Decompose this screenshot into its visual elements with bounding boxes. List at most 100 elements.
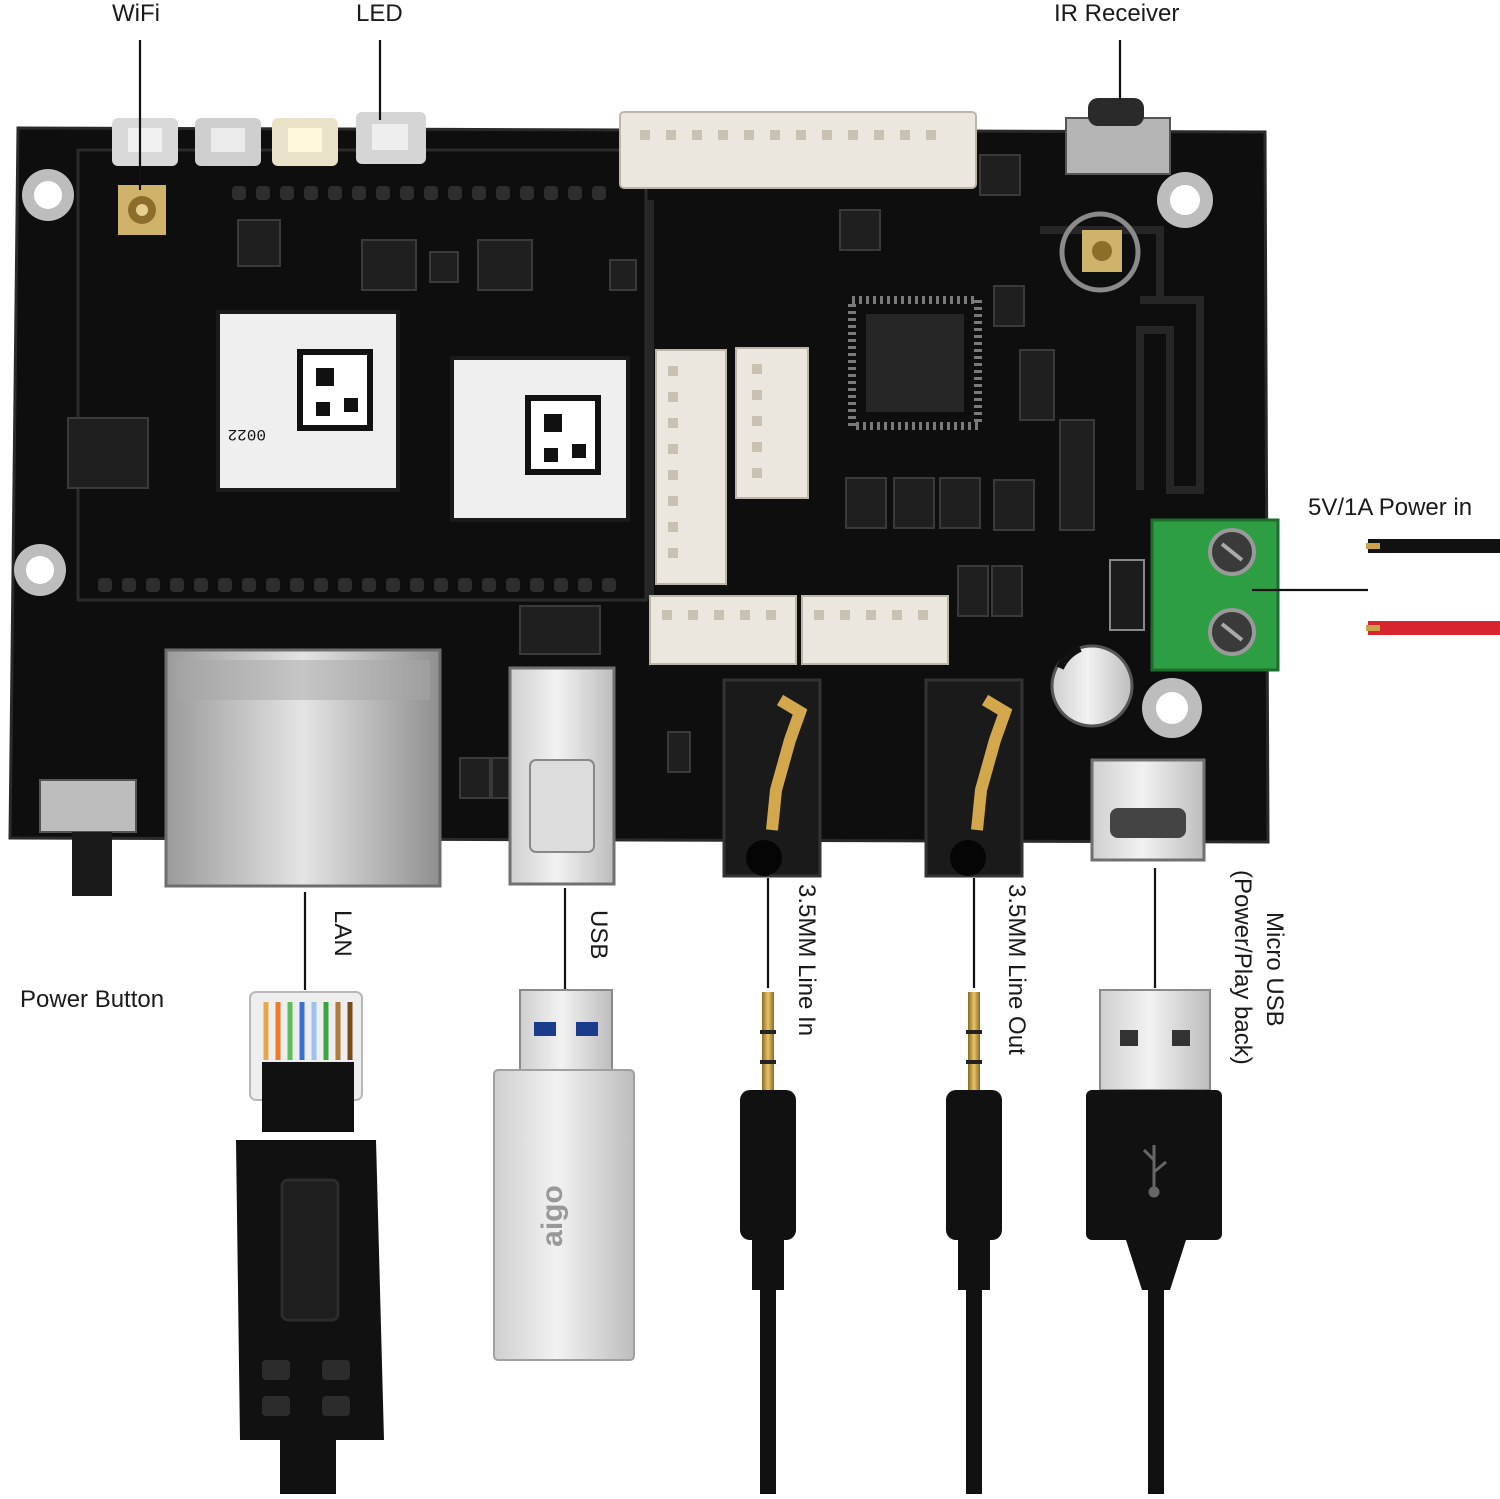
- rj45-wire-colors: [263, 1002, 353, 1060]
- module-code-text: 0022: [228, 425, 266, 443]
- jst-pin: [668, 522, 678, 532]
- header-pins-top: [232, 186, 606, 200]
- header-pin: [280, 186, 294, 200]
- jst-pin: [918, 610, 928, 620]
- jst-pin: [668, 470, 678, 480]
- label-micro-usb: Micro USB: [1261, 912, 1288, 1027]
- leader-lines: [138, 40, 1368, 990]
- mounting-hole-icon: [14, 169, 1213, 738]
- header-pin: [362, 578, 376, 592]
- label-wifi: WiFi: [112, 0, 160, 27]
- header-pin: [170, 578, 184, 592]
- header-pin: [266, 578, 280, 592]
- header-pin: [376, 186, 390, 200]
- aux-cable-line-in: [740, 992, 796, 1494]
- jst-pin: [752, 468, 762, 478]
- header-pin: [400, 186, 414, 200]
- pcb-board: 0022: [8, 98, 1280, 896]
- power-terminal-block: [1150, 518, 1280, 672]
- diode-ss12: [1109, 559, 1145, 631]
- jst-pin: [752, 390, 762, 400]
- shield-module-2: [450, 356, 630, 522]
- jst-pin: [662, 610, 672, 620]
- jst-pin: [692, 130, 702, 140]
- aux-cable-line-out: [946, 992, 1002, 1494]
- power-button-switch: [39, 779, 137, 896]
- jst-pin: [668, 496, 678, 506]
- header-pin: [304, 186, 318, 200]
- label-lan: LAN: [329, 910, 356, 957]
- label-power-in: 5V/1A Power in: [1308, 494, 1473, 521]
- header-pin: [314, 578, 328, 592]
- header-pin: [290, 578, 304, 592]
- usb-brand-logo: aigo: [536, 1185, 569, 1247]
- jst-pin: [840, 610, 850, 620]
- electrolytic-capacitor: [1050, 644, 1134, 728]
- header-pin: [242, 578, 256, 592]
- header-pin: [472, 186, 486, 200]
- audio-jack-line-out: [924, 678, 1024, 878]
- label-micro-usb-subtitle: (Power/Play back): [1229, 870, 1256, 1065]
- jst-pin: [752, 364, 762, 374]
- label-usb: USB: [585, 910, 612, 960]
- header-pin: [194, 578, 208, 592]
- dsp-chip: [848, 296, 982, 430]
- jst-pin: [666, 130, 676, 140]
- smd-components: [67, 154, 1095, 799]
- jst-pin: [668, 366, 678, 376]
- led-icon: [112, 112, 426, 166]
- jst-pin: [848, 130, 858, 140]
- jst-pin: [688, 610, 698, 620]
- jst-pin: [752, 416, 762, 426]
- header-pin: [568, 186, 582, 200]
- header-pin: [386, 578, 400, 592]
- jst-pin: [740, 610, 750, 620]
- label-power-button: Power Button: [20, 986, 165, 1013]
- usb-flash-drive: aigo: [493, 989, 635, 1361]
- header-pin: [352, 186, 366, 200]
- jst-pin: [822, 130, 832, 140]
- jst-pin: [668, 392, 678, 402]
- header-pin: [338, 578, 352, 592]
- header-pin: [530, 578, 544, 592]
- label-line-out: 3.5MM Line Out: [1003, 884, 1030, 1055]
- header-pin: [602, 578, 616, 592]
- header-pin: [410, 578, 424, 592]
- header-pin: [122, 578, 136, 592]
- ir-receiver-component: [1065, 98, 1171, 175]
- jst-pin: [714, 610, 724, 620]
- jst-pin: [814, 610, 824, 620]
- header-pin: [520, 186, 534, 200]
- bt-antenna-connector-icon: [1059, 211, 1141, 293]
- jst-pin: [892, 610, 902, 620]
- header-pins-bottom: [98, 578, 616, 592]
- header-pin: [482, 578, 496, 592]
- jst-pin-slots: [640, 130, 936, 620]
- header-pin: [448, 186, 462, 200]
- bt-antenna-trace: [646, 200, 1204, 600]
- usb-symbol-icon: [1142, 1145, 1167, 1198]
- jst-pin: [668, 548, 678, 558]
- ethernet-jack: [164, 648, 442, 888]
- micro-usb-port: [1090, 758, 1206, 862]
- header-pin: [506, 578, 520, 592]
- header-pin: [232, 186, 246, 200]
- header-pin: [544, 186, 558, 200]
- rj45-cable: [236, 991, 384, 1494]
- header-pin: [458, 578, 472, 592]
- usb-a-cable: [1086, 989, 1222, 1494]
- header-pin: [146, 578, 160, 592]
- jst-pin: [752, 442, 762, 452]
- label-line-in: 3.5MM Line In: [793, 884, 820, 1037]
- power-wires: [1366, 539, 1500, 635]
- header-pin: [496, 186, 510, 200]
- header-pin: [218, 578, 232, 592]
- header-pin: [256, 186, 270, 200]
- jst-pin: [866, 610, 876, 620]
- jst-pin: [900, 130, 910, 140]
- jst-pin: [668, 444, 678, 454]
- jst-connectors: [619, 111, 977, 665]
- jst-pin: [718, 130, 728, 140]
- jst-pin: [874, 130, 884, 140]
- usb-a-port: [508, 666, 616, 886]
